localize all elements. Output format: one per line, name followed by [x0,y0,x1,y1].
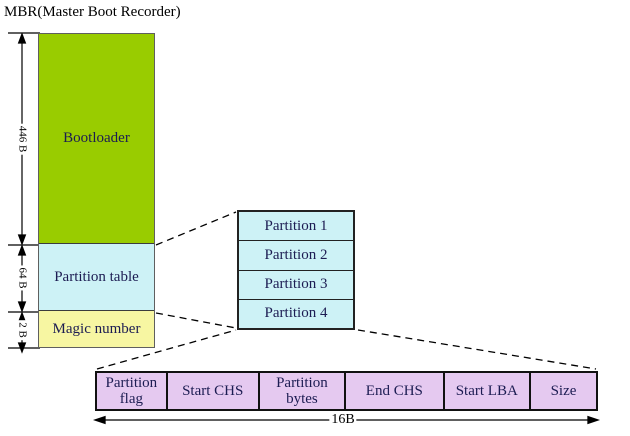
bootloader-label: Bootloader [63,130,130,146]
mbr-column: Bootloader Partition table Magic number [38,33,155,348]
partition-table-detail: Partition 1 Partition 2 Partition 3 Part… [237,210,355,330]
partition-2-row: Partition 2 [239,240,353,270]
partition-1-row: Partition 1 [239,212,353,241]
entry-cell-start-lba: Start LBA [442,373,529,409]
entry-cell-start-chs: Start CHS [165,373,258,409]
zoom-connector-dashes [96,211,597,370]
bootloader-block: Bootloader [39,34,154,243]
entry-cell-partition-flag: Partition flag [97,373,166,409]
diagram-title: MBR(Master Boot Recorder) [4,4,181,20]
size-label-2b: 2 B [15,320,29,340]
magic-number-block: Magic number [39,310,154,347]
size-label-446b: 446 B [15,123,29,155]
dimension-ticks [8,32,40,349]
entry-cell-size: Size [528,373,596,409]
partition-table-label: Partition table [54,268,139,285]
width-label-16b: 16B [329,412,357,427]
dimension-arrow-64b [17,244,27,313]
partition-4-row: Partition 4 [239,298,353,328]
partition-3-row: Partition 3 [239,269,353,299]
magic-number-label: Magic number [52,320,141,337]
entry-cell-partition-bytes: Partition bytes [257,373,345,409]
partition-table-block: Partition table [39,243,154,310]
entry-cell-end-chs: End CHS [344,373,443,409]
partition-entry-row: Partition flag Start CHS Partition bytes… [95,371,598,411]
size-label-64b: 64 B [15,265,29,291]
